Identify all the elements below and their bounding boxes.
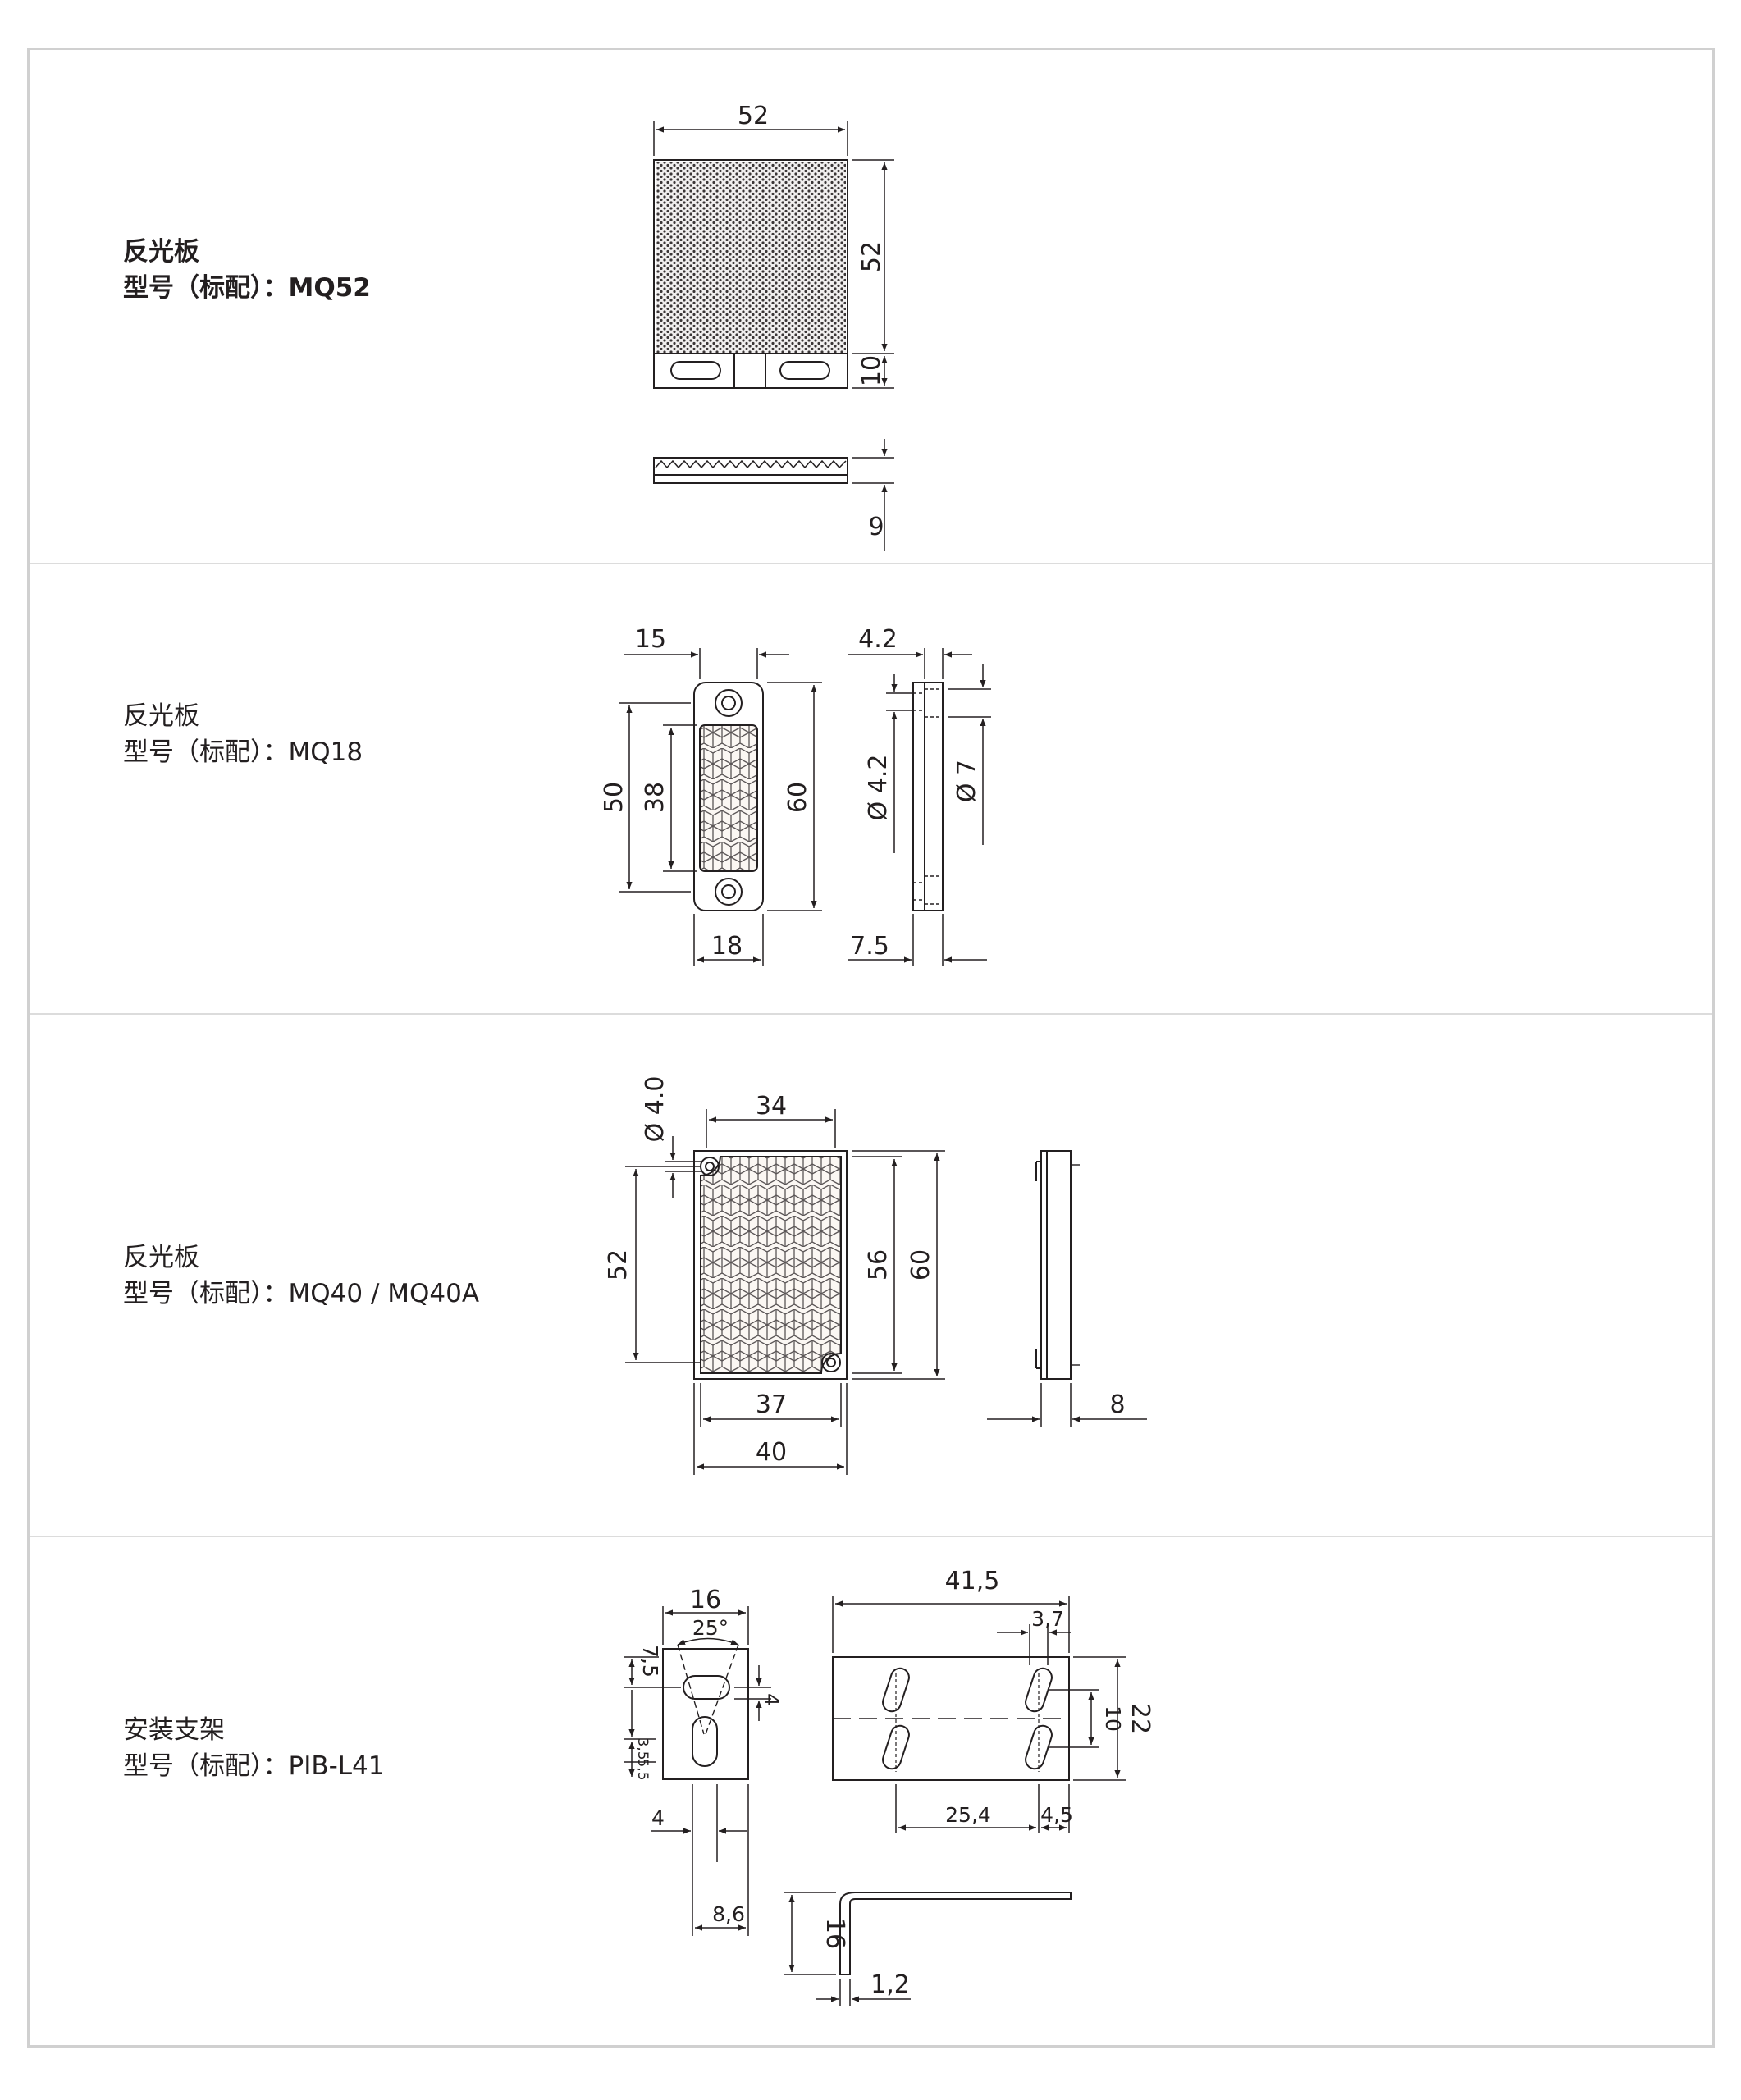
dim-bracket-leg: 16 (820, 1918, 849, 1949)
dim-mq18-depth-bottom: 7.5 (850, 932, 889, 961)
mq18-front-view (693, 682, 764, 911)
dim-bracket-v1: 7,5 (638, 1645, 662, 1678)
section-divider (30, 563, 1712, 564)
dim-bracket-slot-pitch-v: 10 (1101, 1705, 1125, 1732)
dim-mq40-height: 60 (907, 1249, 935, 1281)
dim-mq18-height: 60 (784, 782, 812, 813)
product-label-pib-l41: 安装支架 型号（标配）：PIB-L41 (123, 1712, 385, 1784)
dim-bracket-side-width: 16 (690, 1586, 721, 1614)
dim-bracket-h2: 8,6 (712, 1902, 745, 1926)
dim-mq18-depth-top: 4.2 (858, 625, 898, 654)
dim-mq18-hole-diameter: Ø 4.2 (864, 755, 893, 821)
product-model: 型号（标配）：MQ18 (123, 737, 363, 767)
section-divider (30, 1013, 1712, 1015)
dim-mq40-inner-width: 34 (756, 1092, 787, 1121)
page-frame (27, 48, 1715, 2048)
product-title: 反光板 (123, 701, 199, 731)
dim-mq40-hole-diameter: Ø 4.0 (641, 1076, 669, 1143)
product-model: 型号（标配）：MQ40 / MQ40A (123, 1279, 480, 1308)
mq52-side-view (653, 457, 848, 484)
mq52-front-view (653, 159, 848, 389)
dim-bracket-v2: 4 (760, 1693, 784, 1706)
pib-l41-top-view (839, 1892, 1072, 1975)
product-label-mq52: 反光板 型号（标配）：MQ52 (123, 234, 371, 306)
dim-bracket-height: 22 (1126, 1703, 1154, 1734)
mq40-side-view (1035, 1150, 1080, 1380)
product-model: 型号（标配）：MQ52 (123, 273, 371, 303)
dim-mq18-width-top: 15 (635, 625, 666, 654)
dim-bracket-thickness: 1,2 (870, 1970, 910, 1999)
dim-mq52-tab: 10 (857, 355, 886, 386)
product-label-mq40: 反光板 型号（标配）：MQ40 / MQ40A (123, 1239, 479, 1312)
dim-mq40-width: 40 (756, 1438, 787, 1467)
mq40-dimensions (625, 1109, 1147, 1475)
dim-mq40-hole-pitch: 52 (604, 1249, 633, 1281)
mq18-side-view (912, 682, 944, 911)
dim-bracket-v3: 3,5 (634, 1737, 651, 1760)
dim-bracket-angle: 25° (692, 1616, 729, 1640)
dim-mq18-counterbore-diameter: Ø 7 (953, 760, 981, 802)
dim-mq52-width: 52 (738, 102, 769, 130)
dim-mq52-height: 52 (857, 241, 886, 272)
pib-l41-front-view (832, 1656, 1070, 1781)
pib-l41-side-view (662, 1644, 749, 1780)
dim-bracket-length: 41,5 (945, 1567, 1000, 1596)
product-title: 反光板 (123, 237, 199, 267)
dim-bracket-v4: 5,5 (634, 1758, 651, 1780)
dim-bracket-slot-width: 3,7 (1031, 1607, 1064, 1631)
dim-mq18-reflector-height: 38 (641, 782, 669, 813)
dim-mq18-width-bottom: 18 (711, 932, 743, 961)
product-model: 型号（标配）：PIB-L41 (123, 1751, 385, 1781)
dim-mq18-hole-pitch: 50 (600, 782, 628, 813)
product-title: 反光板 (123, 1243, 199, 1272)
mq52-dimensions (653, 121, 894, 551)
dim-mq40-thickness: 8 (1109, 1390, 1125, 1419)
dim-mq52-thickness: 9 (868, 513, 884, 541)
mq18-dimensions (619, 648, 991, 966)
dim-mq40-bottom-inner: 37 (756, 1390, 787, 1419)
dim-bracket-slot-pitch-h: 25,4 (945, 1803, 991, 1827)
section-divider (30, 1536, 1712, 1537)
product-label-mq18: 反光板 型号（标配）：MQ18 (123, 698, 363, 770)
product-title: 安装支架 (123, 1715, 225, 1745)
mq40-front-view (693, 1150, 848, 1380)
dim-mq40-inner-height: 56 (864, 1249, 893, 1281)
dim-bracket-h1: 4 (651, 1806, 665, 1830)
dim-bracket-edge: 4,5 (1040, 1803, 1073, 1827)
pib-l41-dimensions (624, 1596, 1126, 2006)
